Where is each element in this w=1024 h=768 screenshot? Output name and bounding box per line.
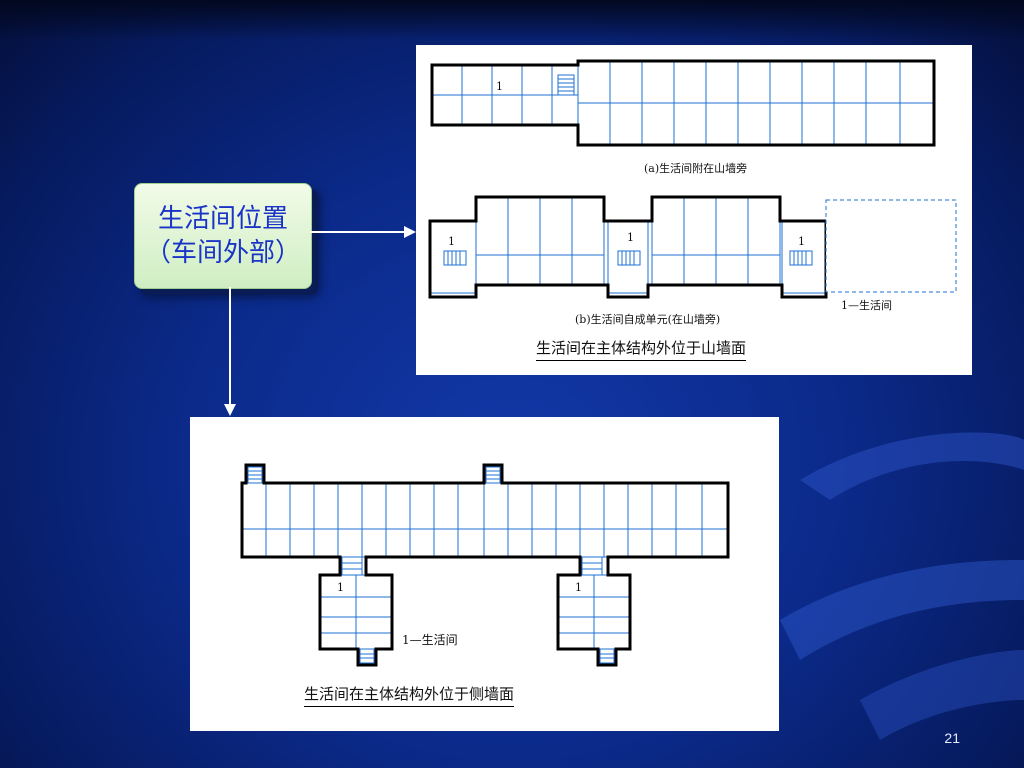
unit-marker-right: 1 xyxy=(575,581,582,594)
bottom-figure-title: 生活间在主体结构外位于侧墙面 xyxy=(304,683,515,707)
side-wall-figure-panel: 1 1 1—生活间 生活间在主体结构外位于侧墙面 xyxy=(190,417,779,731)
plan-a xyxy=(430,59,936,147)
arrow-down xyxy=(224,287,236,416)
caption-b: (b)生活间自成单元(在山墙旁) xyxy=(575,313,721,326)
main-building xyxy=(241,482,729,558)
label-line-1: 生活间位置 xyxy=(157,204,288,234)
plan-b-marker-middle: 1 xyxy=(627,231,634,244)
caption-a: (a)生活间附在山墙旁 xyxy=(644,162,748,175)
stair-icon xyxy=(557,74,575,96)
top-dark-band xyxy=(0,0,1024,40)
legend-top: 1—生活间 xyxy=(841,299,892,312)
side-wall-floor-plan xyxy=(240,463,730,667)
page-number: 21 xyxy=(944,730,960,746)
living-units xyxy=(319,574,631,650)
label-line-2: （车间外部） xyxy=(144,238,301,268)
plan-b-marker-left: 1 xyxy=(448,235,455,248)
top-figure-title: 生活间在主体结构外位于山墙面 xyxy=(536,337,747,361)
outer-walls xyxy=(240,463,730,667)
plan-b xyxy=(428,195,957,299)
gable-wall-figure-panel: 1 1 1 1 (a)生活间附在山墙旁 (b)生活间自成单元(在山墙旁) 1—生… xyxy=(416,45,972,375)
location-label-box: 生活间位置 （车间外部） xyxy=(134,183,312,289)
unit-marker-left: 1 xyxy=(337,581,344,594)
plan-b-marker-right: 1 xyxy=(798,235,805,248)
arrow-right xyxy=(310,226,416,238)
plan-a-marker: 1 xyxy=(496,80,503,93)
gable-wall-floor-plans xyxy=(428,59,957,299)
legend-bottom: 1—生活间 xyxy=(402,633,458,647)
